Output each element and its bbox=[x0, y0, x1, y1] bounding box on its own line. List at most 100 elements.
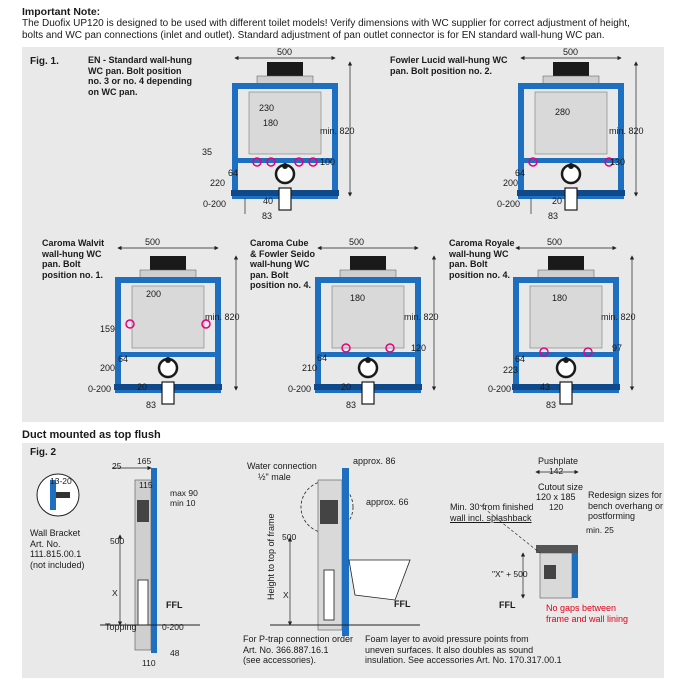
royale-bottom: 43 bbox=[540, 382, 551, 392]
wall-bracket-line: Art. No. bbox=[30, 538, 61, 549]
redesign-line: Redesign sizes for bbox=[588, 490, 663, 500]
cube-floor: 0-200 bbox=[288, 384, 312, 394]
cube-inner: 180 bbox=[350, 293, 366, 303]
redesign-line: postforming bbox=[588, 511, 636, 521]
walvit-left-c: 64 bbox=[118, 354, 129, 364]
wall-bracket-line: Wall Bracket bbox=[30, 528, 81, 538]
ptrap-note: For P-trap connection order Art. No. 366… bbox=[243, 634, 353, 666]
min30-line: wall incl. splashback bbox=[450, 512, 532, 523]
middle-ffl: FFL bbox=[394, 599, 411, 609]
en-right: 100 bbox=[320, 157, 336, 167]
title-line: WC pan. Bolt position bbox=[88, 65, 182, 76]
en-width: 500 bbox=[277, 47, 293, 57]
title-line: position no. 1. bbox=[42, 269, 103, 280]
title-line: pan. Bolt bbox=[449, 259, 488, 269]
redesign-note: Redesign sizes for bench overhang or pos… bbox=[588, 490, 663, 522]
title-line: Caroma Walvit bbox=[42, 238, 105, 248]
royale-width: 500 bbox=[547, 237, 563, 247]
note-line-2: bolts and WC pan connections (inlet and … bbox=[22, 30, 605, 41]
title-line: position no. 4. bbox=[449, 269, 510, 280]
fowler-lucid-width: 500 bbox=[563, 47, 579, 57]
left-d500: 500 bbox=[110, 536, 125, 546]
approx-66: approx. 66 bbox=[366, 497, 409, 507]
frame-caroma-cube bbox=[314, 256, 422, 404]
left-x: X bbox=[112, 588, 118, 598]
en-height: min. 820 bbox=[320, 126, 355, 136]
fowler-lucid-height: min. 820 bbox=[609, 126, 644, 136]
min30-line: Min. 30 from finished bbox=[450, 502, 534, 512]
fig2-section-title: Duct mounted as top flush bbox=[22, 429, 161, 441]
left-min10: min 10 bbox=[170, 498, 196, 508]
title-line: pan. Bolt bbox=[250, 269, 289, 280]
middle-d500: 500 bbox=[282, 532, 297, 542]
min30-note: Min. 30 from finished wall incl. splashb… bbox=[450, 502, 534, 523]
cube-width: 500 bbox=[349, 237, 365, 247]
left-max90: max 90 bbox=[170, 488, 198, 498]
title-line: EN - Standard wall-hung bbox=[88, 55, 193, 65]
foam-line: Foam layer to avoid pressure points from bbox=[365, 634, 529, 644]
fig1-dimension-lines bbox=[117, 55, 639, 391]
left-d115: 115 bbox=[139, 480, 153, 490]
no-gaps-note: No gaps between frame and wall lining bbox=[546, 603, 628, 624]
right-min25: min. 25 bbox=[586, 525, 614, 535]
left-d25: 25 bbox=[112, 461, 122, 471]
walvit-height: min. 820 bbox=[205, 312, 240, 322]
middle-x: X bbox=[283, 590, 289, 600]
en-left-c: 64 bbox=[228, 168, 239, 178]
note-body: The Duofix UP120 is designed to be used … bbox=[22, 18, 672, 42]
wall-bracket-label: Wall Bracket Art. No. 111.815.00.1 (not … bbox=[30, 528, 85, 570]
fowler-lucid-inner: 280 bbox=[555, 107, 571, 117]
title-line: on WC pan. bbox=[88, 86, 138, 97]
pushplate-label: Pushplate bbox=[538, 456, 579, 466]
walvit-width: 500 bbox=[145, 237, 161, 247]
walvit-left-b: 200 bbox=[100, 363, 116, 373]
title-line: position no. 4. bbox=[250, 280, 311, 290]
bracket-dim: 13-20 bbox=[50, 476, 72, 486]
title-line: & Fowler Seido bbox=[250, 248, 316, 259]
royale-right: 97 bbox=[612, 343, 623, 353]
title-line: wall-hung WC bbox=[42, 248, 102, 259]
water-connection-size: ½" male bbox=[258, 472, 291, 482]
royale-inner: 180 bbox=[552, 293, 568, 303]
cube-bottom: 20 bbox=[341, 382, 352, 392]
en-bottom: 40 bbox=[263, 196, 274, 206]
foam-line: insulation. See accessories Art. No. 170… bbox=[365, 655, 562, 665]
fig2-middle-drawing bbox=[270, 468, 420, 636]
redesign-line: bench overhang or bbox=[588, 500, 664, 511]
title-line: Caroma Cube bbox=[250, 238, 309, 248]
no-gaps-line: frame and wall lining bbox=[546, 613, 629, 624]
fowler-lucid-bottom: 20 bbox=[552, 196, 563, 206]
wall-bracket-line: (not included) bbox=[30, 559, 85, 570]
frame-caroma-royale-title: Caroma Royale wall-hung WC pan. Bolt pos… bbox=[449, 238, 515, 280]
cube-left-b: 210 bbox=[302, 363, 318, 373]
fowler-lucid-outlet: 83 bbox=[548, 211, 559, 221]
cube-outlet: 83 bbox=[346, 400, 357, 410]
water-connection-label: Water connection bbox=[247, 461, 317, 471]
title-line: wall-hung WC bbox=[250, 259, 310, 269]
title-line: pan. Bolt bbox=[42, 259, 81, 269]
en-outlet: 83 bbox=[262, 211, 273, 221]
right-d120: 120 bbox=[549, 502, 564, 512]
en-floor: 0-200 bbox=[203, 199, 227, 209]
fowler-lucid-floor: 0-200 bbox=[497, 199, 521, 209]
foam-line: uneven surfaces. It also doubles as soun… bbox=[365, 644, 534, 655]
royale-outlet: 83 bbox=[546, 400, 557, 410]
cube-left-c: 64 bbox=[317, 353, 328, 363]
fowler-lucid-right: 130 bbox=[610, 157, 626, 167]
cutout-size: 120 x 185 bbox=[536, 492, 576, 502]
frame-caroma-cube-title: Caroma Cube & Fowler Seido wall-hung WC … bbox=[250, 238, 315, 291]
note-line-1: The Duofix UP120 is designed to be used … bbox=[22, 18, 630, 29]
royale-floor: 0-200 bbox=[488, 384, 512, 394]
title-line: wall-hung WC bbox=[449, 248, 509, 259]
frame-caroma-walvit-title: Caroma Walvit wall-hung WC pan. Bolt pos… bbox=[42, 238, 104, 280]
walvit-outlet: 83 bbox=[146, 400, 157, 410]
walvit-inner: 200 bbox=[146, 289, 162, 299]
left-floor: 0-200 bbox=[162, 622, 184, 632]
foam-note: Foam layer to avoid pressure points from… bbox=[365, 634, 562, 666]
frame-fowler-lucid bbox=[517, 62, 625, 210]
frame-en-title: EN - Standard wall-hung WC pan. Bolt pos… bbox=[88, 55, 192, 97]
pushplate-d142: 142 bbox=[549, 466, 564, 476]
walvit-left-a: 159 bbox=[100, 324, 116, 334]
royale-left-b: 223 bbox=[503, 365, 519, 375]
